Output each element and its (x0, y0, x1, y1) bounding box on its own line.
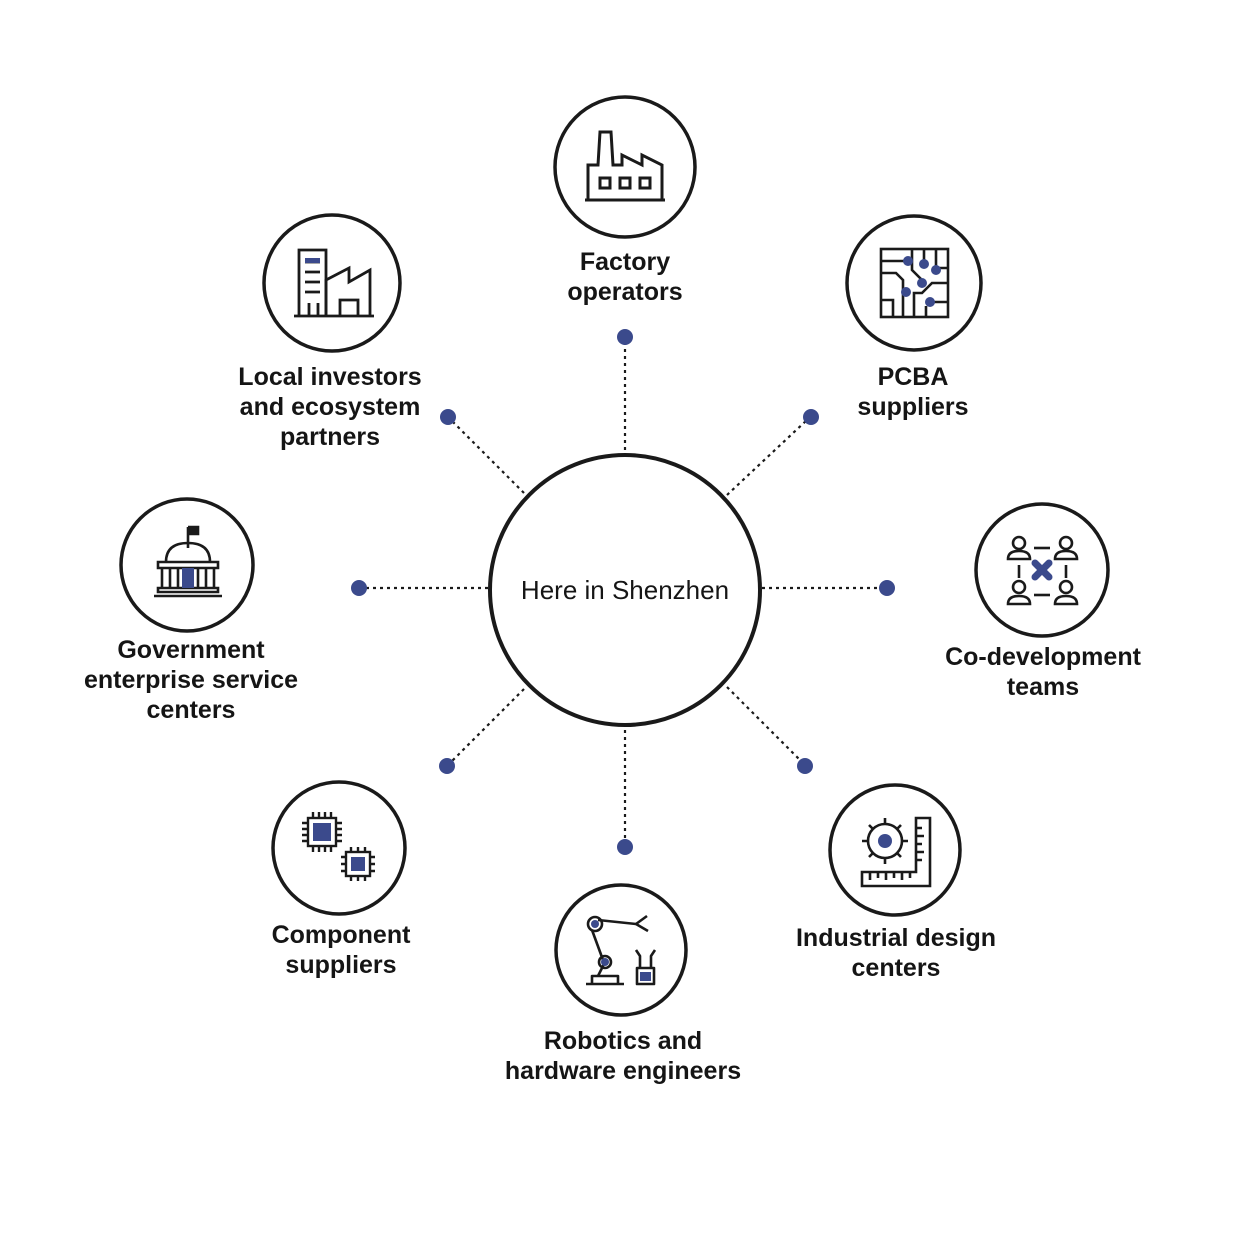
hub-label: Here in Shenzhen (520, 575, 730, 605)
node-circle-robotics (554, 883, 688, 1017)
robot-joint-dot (591, 920, 599, 928)
node-circle-pcba (845, 214, 983, 352)
connector-dot-government (351, 580, 367, 596)
chip-core (351, 857, 365, 871)
circuit-node-dot (917, 278, 927, 288)
robotic-arm-icon (586, 914, 657, 986)
circuit-node-dot (919, 259, 929, 269)
circuit-node-dot (903, 256, 913, 266)
label-line: Local investors (238, 363, 422, 391)
circuit-board-icon (879, 247, 950, 319)
connector-dot-factory (617, 329, 633, 345)
robot-joint-dot (601, 958, 609, 966)
label-line: centers (146, 696, 236, 724)
label-line: suppliers (857, 393, 969, 421)
label-line: and ecosystem (239, 393, 421, 421)
connector-dot-codev (879, 580, 895, 596)
circuit-node-dot (925, 297, 935, 307)
label-local-investors-partners: Local investors and ecosystem partners (180, 362, 480, 452)
connector-dot-robotics (617, 839, 633, 855)
connectors (362, 340, 885, 845)
node-circle-factory (553, 95, 697, 239)
connector-component (448, 688, 525, 765)
chip-core (313, 823, 331, 841)
label-line: teams (1006, 673, 1080, 701)
node-circle-investors (262, 213, 402, 353)
robot-base-fill (640, 972, 651, 981)
government-flag-fill (188, 527, 198, 534)
label-line: Factory (579, 248, 671, 276)
connector-dot-investors (440, 409, 456, 425)
label-line: centers (851, 954, 941, 982)
hub-circle (488, 453, 762, 727)
circuit-node-dot (931, 265, 941, 275)
label-line: PCBA (877, 363, 949, 391)
label-line: Government (117, 636, 265, 664)
label-robotics-hardware-engineers: Robotics and hardware engineers (473, 1026, 773, 1086)
label-line: Component (271, 921, 411, 949)
node-circle-government (119, 497, 255, 633)
factory-icon (585, 130, 665, 202)
office-window-accent (305, 258, 320, 263)
node-circle-component (271, 780, 407, 916)
label-line: Co-development (945, 643, 1141, 671)
team-collaboration-icon (1006, 535, 1079, 606)
label-pcba-suppliers: PCBA suppliers (763, 362, 1063, 422)
gear-center-dot (878, 834, 892, 848)
connector-dot-component (439, 758, 455, 774)
gear-ruler-icon (860, 816, 932, 888)
connector-pcba (726, 418, 809, 496)
node-circle-industrial (828, 783, 962, 917)
label-government-service-centers: Government enterprise service centers (41, 635, 341, 725)
label-line: Robotics and (543, 1027, 703, 1055)
label-component-suppliers: Component suppliers (191, 920, 491, 980)
microchip-icon (302, 812, 375, 881)
connector-industrial (726, 686, 804, 764)
circuit-node-dot (901, 287, 911, 297)
government-door-fill (182, 568, 194, 588)
label-line: partners (279, 423, 381, 451)
label-line: enterprise service (83, 666, 299, 694)
label-factory-operators: Factory operators (475, 247, 775, 307)
label-co-development-teams: Co-development teams (893, 642, 1193, 702)
label-industrial-design-centers: Industrial design centers (746, 923, 1046, 983)
connector-dot-industrial (797, 758, 813, 774)
government-building-icon (154, 525, 222, 598)
connector-dot-pcba (803, 409, 819, 425)
label-line: Industrial design (795, 924, 997, 952)
collaboration-cross (1031, 559, 1053, 581)
label-line: suppliers (285, 951, 397, 979)
label-line: operators (567, 278, 683, 306)
label-line: hardware engineers (504, 1057, 742, 1085)
